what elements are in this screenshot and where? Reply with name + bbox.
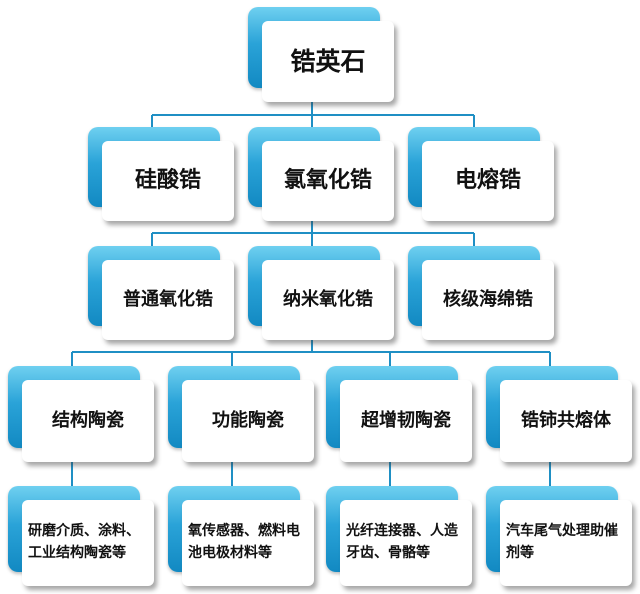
node-level1-2: 电熔锆 [408, 127, 554, 221]
node-level4-2: 光纤连接器、人造牙齿、骨骼等 [326, 486, 472, 586]
node-level1-1-label: 氯氧化锆 [262, 141, 394, 221]
node-level4-3: 汽车尾气处理助催剂等 [486, 486, 632, 586]
node-level4-0: 研磨介质、涂料、工业结构陶瓷等 [8, 486, 154, 586]
node-level1-2-label: 电熔锆 [422, 141, 554, 221]
node-level2-0-label: 普通氧化锆 [102, 260, 234, 340]
node-root-label: 锆英石 [262, 21, 394, 102]
node-level4-1: 氧传感器、燃料电池电极材料等 [168, 486, 314, 586]
node-level2-1-label: 纳米氧化锆 [262, 260, 394, 340]
node-level2-2-label: 核级海绵锆 [422, 260, 554, 340]
node-root: 锆英石 [248, 7, 394, 102]
node-level3-2-label: 超增韧陶瓷 [340, 380, 472, 462]
node-level3-0: 结构陶瓷 [8, 366, 154, 462]
node-level4-2-label: 光纤连接器、人造牙齿、骨骼等 [340, 500, 472, 586]
node-level1-0-label: 硅酸锆 [102, 141, 234, 221]
node-level1-1: 氯氧化锆 [248, 127, 394, 221]
node-level2-2: 核级海绵锆 [408, 246, 554, 340]
node-level3-3-label: 锆铈共熔体 [500, 380, 632, 462]
node-level4-1-label: 氧传感器、燃料电池电极材料等 [182, 500, 314, 586]
node-level4-0-label: 研磨介质、涂料、工业结构陶瓷等 [22, 500, 154, 586]
node-level3-1: 功能陶瓷 [168, 366, 314, 462]
node-level3-0-label: 结构陶瓷 [22, 380, 154, 462]
node-level3-3: 锆铈共熔体 [486, 366, 632, 462]
node-level2-1: 纳米氧化锆 [248, 246, 394, 340]
node-level3-1-label: 功能陶瓷 [182, 380, 314, 462]
node-level4-3-label: 汽车尾气处理助催剂等 [500, 500, 632, 586]
node-level3-2: 超增韧陶瓷 [326, 366, 472, 462]
node-level1-0: 硅酸锆 [88, 127, 234, 221]
node-level2-0: 普通氧化锆 [88, 246, 234, 340]
